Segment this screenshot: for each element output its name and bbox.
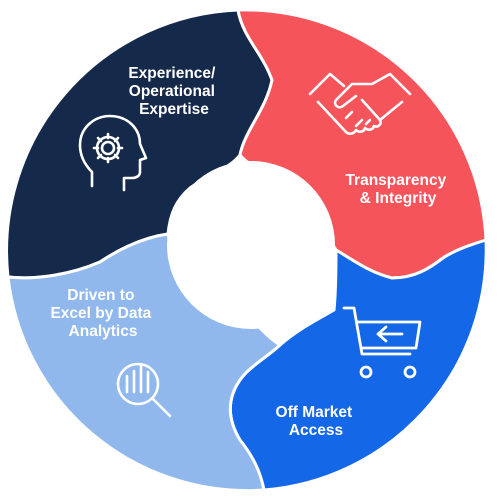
shopping-cart-icon <box>342 306 422 379</box>
label-experience: Experience/ Operational Expertise <box>128 65 219 118</box>
center-circle <box>167 161 335 329</box>
handshake-icon <box>308 72 412 136</box>
label-transparency: Transparency & Integrity <box>345 172 450 207</box>
segments <box>5 8 488 493</box>
magnifier-bar-chart-icon <box>116 362 172 418</box>
head-gear-icon <box>78 114 148 192</box>
label-offmarket: Off Market Access <box>276 404 357 439</box>
label-analytics: Driven to Excel by Data Analytics <box>50 287 155 340</box>
